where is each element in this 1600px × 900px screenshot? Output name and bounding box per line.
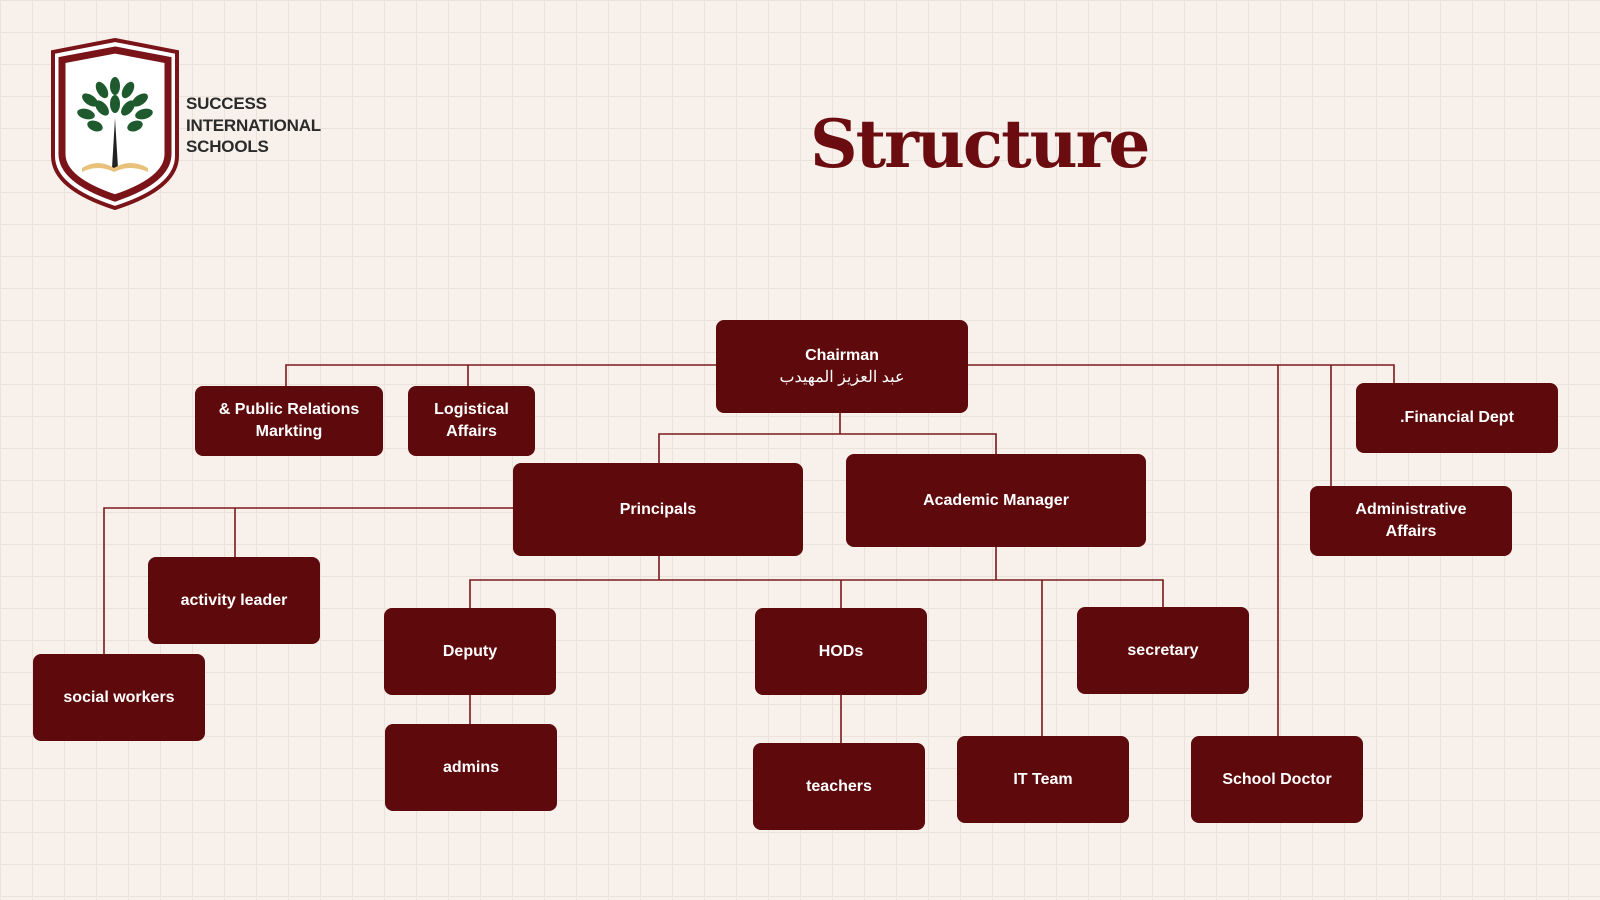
principals-box: Principals [513, 463, 803, 556]
node-label: Affairs [1385, 523, 1437, 540]
node-label: Administrative [1355, 501, 1467, 518]
public-relations-box: & Public Relations Markting [195, 386, 383, 456]
school-name: SUCCESS INTERNATIONAL SCHOOLS [186, 93, 321, 158]
node-label: Chairman [805, 346, 879, 364]
node-label: social workers [63, 688, 175, 706]
node-label: School Doctor [1222, 770, 1332, 788]
node-label: teachers [806, 777, 872, 795]
secretary-box: secretary [1077, 607, 1249, 694]
brand-line: INTERNATIONAL [186, 115, 321, 135]
node-label: Markting [255, 423, 323, 440]
node-label: Deputy [442, 642, 498, 660]
school-doctor-box: School Doctor [1191, 736, 1363, 823]
connector [103, 507, 513, 654]
admins-box: admins [385, 724, 557, 811]
it-team-box: IT Team [957, 736, 1129, 823]
node-label: .Financial Dept [1400, 409, 1514, 426]
connector [469, 547, 1164, 736]
node-label: admins [442, 758, 499, 776]
chairman-box: Chairman عبد العزيز المهيدب [716, 320, 968, 413]
connector [469, 695, 842, 743]
node-label: Affairs [446, 423, 497, 440]
node-label: HODs [818, 642, 864, 660]
administrative-affairs-box: Administrative Affairs [1310, 486, 1512, 556]
node-label: Logistical [434, 401, 509, 418]
node-sublabel: عبد العزيز المهيدب [779, 368, 905, 386]
node-label: secretary [1127, 641, 1199, 659]
node-label: activity leader [180, 591, 288, 609]
page-title: Structure [810, 105, 1150, 183]
brand-line: SCHOOLS [186, 137, 269, 156]
connector [285, 364, 716, 386]
connector [968, 364, 1395, 736]
node-label: Principals [619, 500, 697, 518]
school-logo [51, 38, 179, 210]
connector [658, 413, 997, 463]
node-label: Academic Manager [923, 491, 1069, 509]
activity-leader-box: activity leader [148, 557, 320, 644]
deputy-box: Deputy [384, 608, 556, 695]
financial-dept-box: .Financial Dept [1356, 383, 1558, 453]
social-workers-box: social workers [33, 654, 205, 741]
hods-box: HODs [755, 608, 927, 695]
node-label: IT Team [1013, 770, 1073, 788]
teachers-box: teachers [753, 743, 925, 830]
node-label: & Public Relations [218, 401, 360, 418]
logistical-affairs-box: Logistical Affairs [408, 386, 535, 456]
brand-line: SUCCESS [186, 94, 267, 113]
academic-manager-box: Academic Manager [846, 454, 1146, 547]
